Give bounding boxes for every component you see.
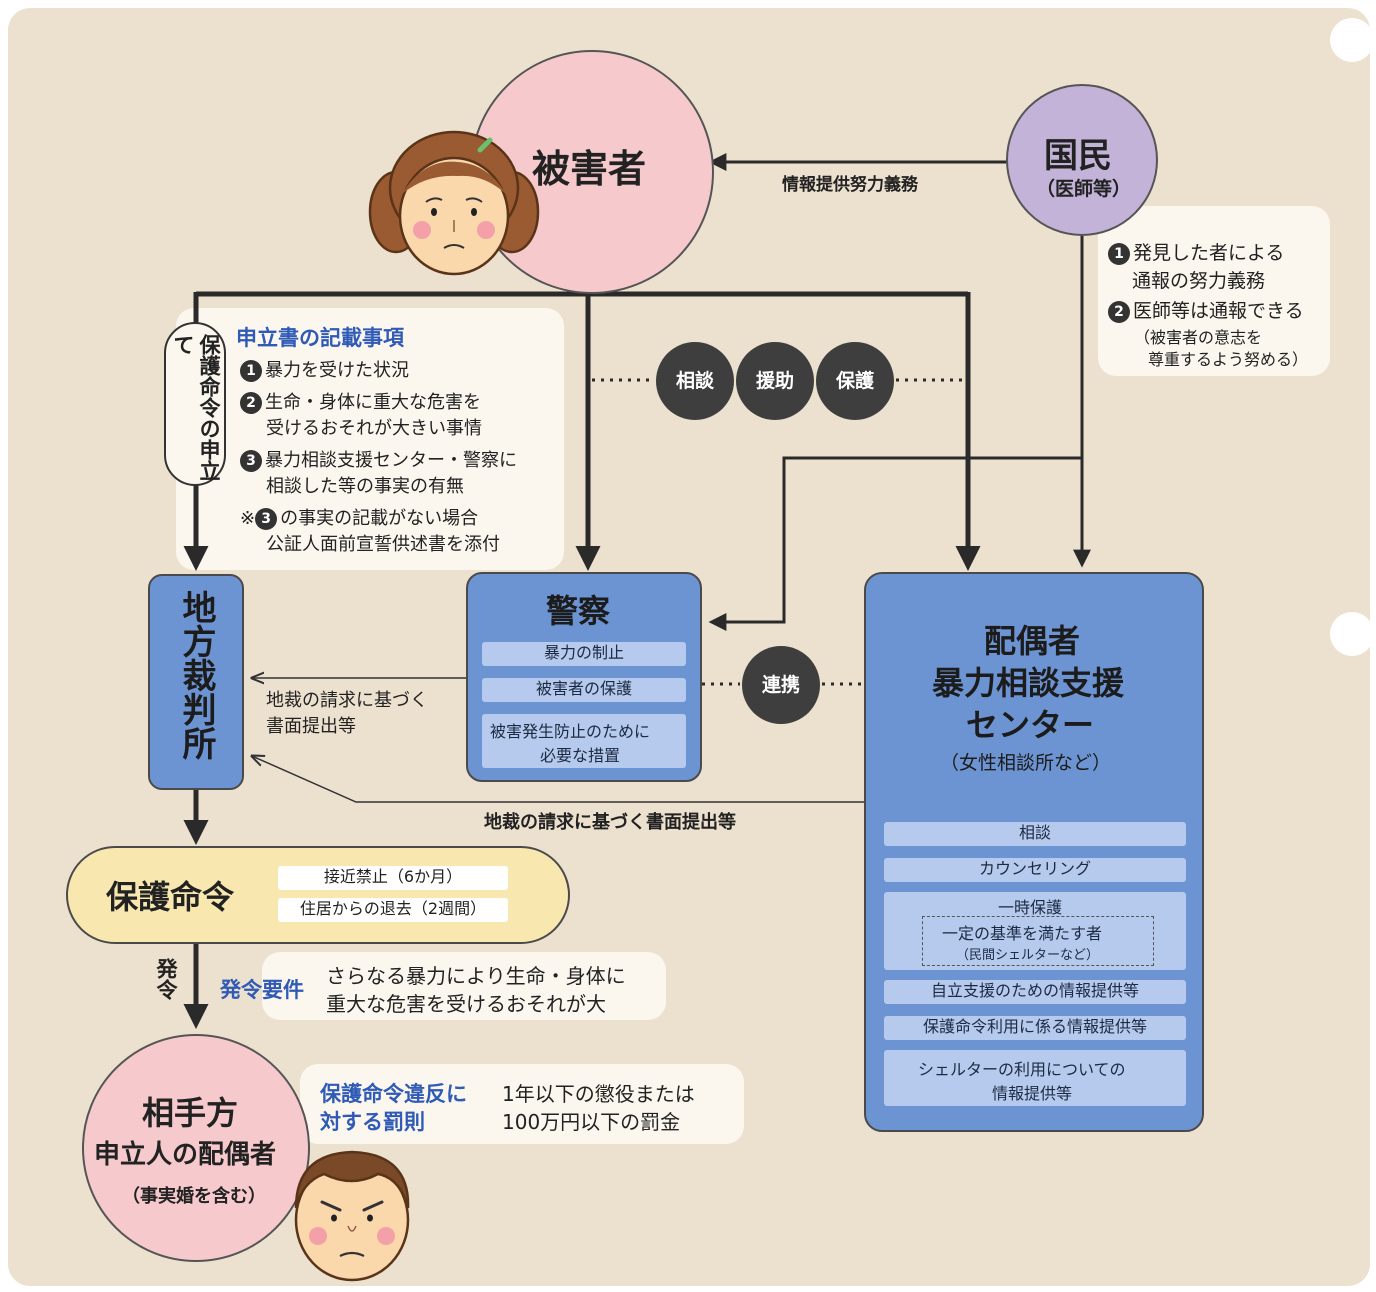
support-circle-assist: 援助 <box>736 342 814 420</box>
number-badge: 1 <box>1108 243 1130 265</box>
center-shelter-b: （民間シェルターなど） <box>956 948 1100 963</box>
center-item-shelter <box>884 892 1186 970</box>
notify-note-bg <box>1098 206 1330 376</box>
center-shelter-a: 一定の基準を満たす者 <box>942 924 1103 943</box>
center-item-shelter-info <box>884 1050 1186 1106</box>
requirement-note-bg <box>262 952 666 1020</box>
petition-note-b: 公証人面前宣誓供述書を添付 <box>266 534 500 555</box>
binder-hole <box>1330 612 1374 656</box>
number-badge: 3 <box>255 508 278 530</box>
center-title-1: 配偶者 <box>984 622 1081 660</box>
binder-hole <box>1330 18 1374 62</box>
center-item-order-info: 保護命令利用に係る情報提供等 <box>884 1016 1186 1040</box>
notify-line-2: 通報の努力義務 <box>1132 270 1266 292</box>
court-label: 地方裁判所 <box>176 590 216 760</box>
center-item-counseling: カウンセリング <box>884 858 1186 882</box>
number-badge: 3 <box>240 450 262 472</box>
notify-line-5: 尊重するよう努める） <box>1148 350 1309 369</box>
petition-item-3b: 相談した等の事実の有無 <box>266 476 464 497</box>
notify-line: 医師等は通報できる <box>1133 300 1304 322</box>
support-circle-consult: 相談 <box>656 342 734 420</box>
police-item-3b: 必要な措置 <box>540 746 621 765</box>
issuance-vertical-label: 発令 <box>154 958 178 1000</box>
penalty-line2: 100万円以下の罰金 <box>502 1110 681 1134</box>
issuance-line2: 重大な危害を受けるおそれが大 <box>326 992 606 1016</box>
note-mark: ※ <box>240 508 256 529</box>
petition-note-bg <box>176 308 564 570</box>
respondent-face-illustration <box>294 1150 410 1282</box>
court-box <box>148 574 244 790</box>
center-item-last-b: 情報提供等 <box>992 1084 1073 1103</box>
protection-order-box <box>66 846 570 944</box>
citizen-label: 国民 <box>1044 136 1112 176</box>
number-badge: 2 <box>1108 301 1130 323</box>
support-circle-protect: 保護 <box>816 342 894 420</box>
petition-capsule <box>164 322 226 486</box>
petition-vertical-label: 保護命令の申立て <box>171 334 221 481</box>
center-shelter-dashed-box <box>922 916 1154 966</box>
penalty-note-bg <box>300 1064 744 1144</box>
respondent-title: 相手方 <box>142 1094 239 1132</box>
victim-label: 被害者 <box>532 147 647 191</box>
center-item-consult: 相談 <box>884 822 1186 846</box>
respondent-sub1: 申立人の配偶者 <box>94 1140 277 1170</box>
penalty-line1: 1年以下の懲役または <box>502 1082 695 1106</box>
issuance-requirement-title: 発令要件 <box>220 978 304 1002</box>
petition-text: 暴力を受けた状況 <box>265 360 409 381</box>
penalty-title-1: 保護命令違反に <box>320 1082 467 1106</box>
protection-order-label: 保護命令 <box>106 878 235 916</box>
order-item-approach-ban: 接近禁止（6か月） <box>278 866 508 890</box>
police-to-court-line1: 地裁の請求に基づく <box>266 690 428 711</box>
center-title-2: 暴力相談支援 <box>932 664 1125 702</box>
citizen-sub: （医師等） <box>1036 178 1132 200</box>
respondent-sub2: （事実婚を含む） <box>122 1186 266 1207</box>
petition-item-2b: 受けるおそれが大きい事情 <box>266 418 482 439</box>
respondent-node <box>82 1034 310 1262</box>
police-to-court-line2: 書面提出等 <box>266 716 356 737</box>
order-item-leave-residence: 住居からの退去（2週間） <box>278 898 508 922</box>
center-title-3: センター <box>966 706 1095 744</box>
cooperation-circle: 連携 <box>742 646 820 724</box>
petition-text: 暴力相談支援センター・警察に <box>265 450 517 471</box>
center-item-last-a: シェルターの利用についての <box>918 1060 1126 1079</box>
center-shelter-title: 一時保護 <box>998 898 1063 917</box>
petition-text: 生命・身体に重大な危害を <box>265 392 481 413</box>
citizen-node <box>1006 84 1158 236</box>
center-sub: （女性相談所など） <box>940 752 1112 774</box>
issuance-line1: さらなる暴力により生命・身体に <box>326 964 626 988</box>
police-item-protect-victim: 被害者の保護 <box>482 678 686 702</box>
penalty-title-2: 対する罰則 <box>320 1110 425 1134</box>
police-item-3a: 被害発生防止のために <box>490 722 651 741</box>
petition-title: 申立書の記載事項 <box>236 326 404 350</box>
petition-text: の事実の記載がない場合 <box>280 508 479 529</box>
victim-face-illustration <box>368 130 540 276</box>
center-item-independence: 自立支援のための情報提供等 <box>884 980 1186 1004</box>
number-badge: 1 <box>240 360 262 382</box>
police-item-stop-violence: 暴力の制止 <box>482 642 686 666</box>
police-title: 警察 <box>546 592 611 630</box>
notify-line: 発見した者による <box>1133 242 1285 264</box>
notify-line-4: （被害者の意志を <box>1134 328 1263 347</box>
number-badge: 2 <box>240 392 262 414</box>
info-duty-label: 情報提供努力義務 <box>782 175 918 195</box>
police-item-measures <box>482 714 686 768</box>
center-to-court-label: 地裁の請求に基づく書面提出等 <box>484 812 736 833</box>
